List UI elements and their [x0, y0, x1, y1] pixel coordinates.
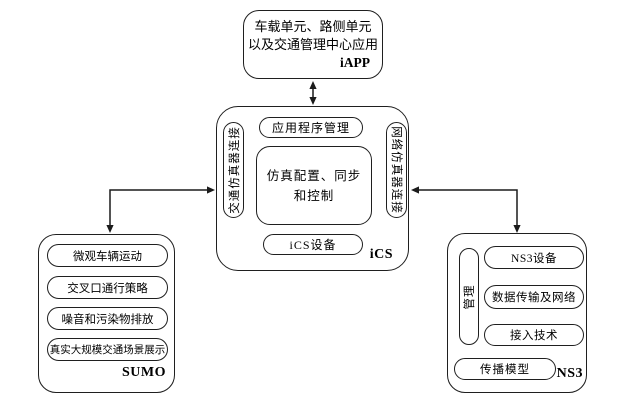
ics-device-label: iCS设备: [289, 238, 337, 252]
iapp-line2: 以及交通管理中心应用: [248, 36, 379, 52]
sumo-item-label: 真实大规模交通场景展示: [49, 345, 166, 356]
ics-app-manager-pill: 应用程序管理: [259, 117, 363, 138]
sumo-item-label: 噪音和污染物排放: [61, 313, 154, 326]
ics-device-pill: iCS设备: [263, 234, 363, 255]
ns3-propagation-model-pill: 传播模型: [454, 358, 556, 380]
ics-sim-config-box: 仿真配置、同步 和控制: [256, 146, 372, 225]
sumo-item-pill: 噪音和污染物排放: [47, 307, 168, 330]
ics-label: iCS: [369, 247, 393, 262]
ns3-item-pill: 数据传输及网络: [484, 285, 584, 309]
sumo-label: SUMO: [122, 365, 166, 380]
ns3-box: 管理 NS3设备 数据传输及网络 接入技术 传播模型 NS3: [447, 233, 587, 393]
ns3-management-label: 管理: [464, 284, 476, 309]
ns3-item-pill: NS3设备: [484, 246, 584, 269]
ics-app-manager-label: 应用程序管理: [271, 121, 350, 135]
ns3-item-label: NS3设备: [511, 252, 557, 265]
sumo-item-label: 微观车辆运动: [73, 250, 142, 263]
ns3-label: NS3: [556, 366, 583, 381]
ics-traffic-simulator-connector: 交通仿真器连接: [223, 122, 244, 218]
arrow-iapp-ics: [309, 81, 317, 105]
ics-sim-config-line2: 和控制: [293, 188, 335, 203]
sumo-item-label: 交叉口通行策略: [67, 282, 148, 295]
sumo-box: 微观车辆运动 交叉口通行策略 噪音和污染物排放 真实大规模交通场景展示 SUMO: [38, 234, 175, 393]
ics-network-simulator-connector: 网络仿真器连接: [386, 122, 407, 218]
iapp-box: 车载单元、路侧单元 以及交通管理中心应用 iAPP: [243, 10, 383, 79]
ics-traffic-simulator-connector-label: 交通仿真器连接: [228, 126, 241, 214]
ns3-management-pill: 管理: [459, 248, 479, 345]
sumo-item-pill: 真实大规模交通场景展示: [47, 338, 168, 361]
sumo-item-pill: 交叉口通行策略: [47, 276, 168, 299]
ics-sim-config-line1: 仿真配置、同步: [266, 168, 362, 183]
ns3-item-pill: 接入技术: [484, 324, 584, 346]
ns3-item-label: 数据传输及网络: [492, 292, 576, 304]
sumo-item-pill: 微观车辆运动: [47, 244, 168, 267]
ns3-propagation-model-label: 传播模型: [480, 364, 530, 376]
iapp-line1: 车载单元、路侧单元: [254, 18, 372, 34]
ns3-item-label: 接入技术: [510, 330, 558, 342]
arrow-ics-ns3: [411, 186, 521, 233]
arrow-ics-sumo: [106, 186, 215, 233]
ics-network-simulator-connector-label: 网络仿真器连接: [389, 126, 402, 214]
iapp-label: iAPP: [340, 54, 370, 70]
